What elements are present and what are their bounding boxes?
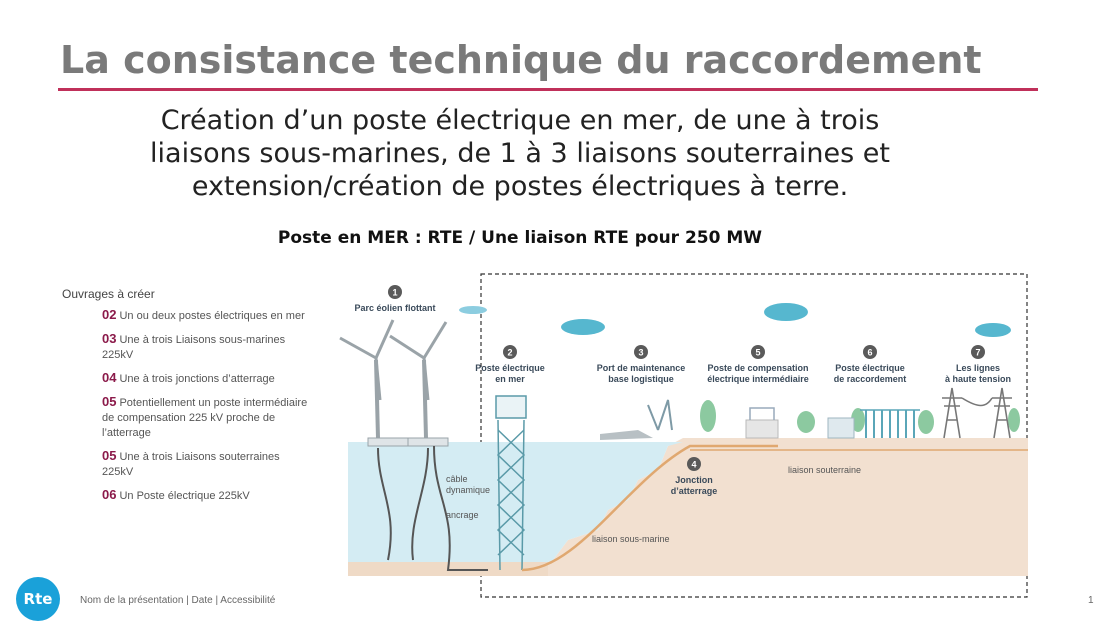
step-number: 5 — [755, 348, 760, 358]
works-item-text: Un Poste électrique 225kV — [119, 490, 250, 502]
step-label: Parc éolien flottant — [354, 303, 435, 313]
works-item-number: 05 — [102, 394, 117, 409]
works-item-number: 06 — [102, 487, 117, 502]
title-divider — [58, 88, 1038, 91]
step-label: Poste électrique — [835, 363, 905, 373]
floating-wind-turbine — [339, 319, 409, 561]
works-item-text: Potentiellement un poste intermédiaire d… — [102, 397, 308, 439]
works-item-text: Une à trois jonctions d’atterrage — [119, 373, 275, 385]
step-number-badge — [971, 345, 985, 359]
step-label: Les lignes — [956, 363, 1000, 373]
step-label: Poste électrique — [475, 363, 545, 373]
step-number: 6 — [867, 348, 872, 358]
subtitle-line: extension/création de postes électriques… — [191, 171, 849, 202]
step-number: 1 — [392, 288, 397, 298]
compensation-station — [745, 407, 779, 439]
page-number: 1 — [1088, 595, 1094, 606]
subtitle: Création d’un poste électrique en mer, d… — [100, 104, 940, 203]
step-number: 2 — [507, 348, 512, 358]
works-item-number: 03 — [102, 331, 117, 346]
cloud-icon — [561, 319, 605, 335]
step-number-badge — [687, 457, 701, 471]
step-number-badge — [388, 285, 402, 299]
works-item-number: 04 — [102, 370, 117, 385]
step-number-badge — [863, 345, 877, 359]
step-number: 3 — [638, 348, 643, 358]
tree-group — [700, 400, 1020, 434]
anchor-label: ancrage — [446, 510, 479, 520]
floating-wind-turbine — [389, 321, 449, 561]
step-number: 4 — [691, 460, 696, 470]
step-label: à haute tension — [945, 374, 1011, 384]
works-list-heading: Ouvrages à créer — [62, 287, 155, 301]
step-number-badge — [503, 345, 517, 359]
step-label: Poste de compensation — [707, 363, 808, 373]
underground-link-label: liaison souterraine — [788, 465, 861, 475]
maintenance-port — [600, 399, 673, 440]
works-item-text: Une à trois Liaisons sous-marines 225kV — [102, 334, 286, 361]
submarine-link-label: liaison sous-marine — [592, 534, 670, 544]
footer-text: Nom de la présentation | Date | Accessib… — [80, 595, 276, 606]
cloud-icon — [764, 303, 808, 321]
step-label: en mer — [495, 374, 525, 384]
land-area — [348, 438, 1028, 576]
cable-label: câble — [446, 474, 468, 484]
subtitle-line: liaisons sous-marines, de 1 à 3 liaisons… — [150, 138, 890, 169]
grid-substation — [827, 409, 920, 439]
cloud-icon — [459, 306, 487, 314]
works-item-text: Une à trois Liaisons souterraines 225kV — [102, 451, 280, 478]
offshore-substation — [495, 395, 527, 571]
step-label: Port de maintenance — [597, 363, 686, 373]
power-pylon — [942, 387, 1012, 439]
subtitle-line: Création d’un poste électrique en mer, d… — [160, 105, 880, 136]
rte-logo: Rte — [16, 577, 60, 621]
dynamic-cable — [433, 445, 488, 571]
step-label: d’atterrage — [671, 486, 718, 496]
step-number: 7 — [975, 348, 980, 358]
step-number-badge — [634, 345, 648, 359]
cloud-icon — [975, 323, 1011, 337]
works-item-text: Un ou deux postes électriques en mer — [119, 310, 305, 322]
step-label: de raccordement — [834, 374, 907, 384]
step-label: base logistique — [608, 374, 674, 384]
step-label: électrique intermédiaire — [707, 374, 809, 384]
cable-label: dynamique — [446, 485, 490, 495]
step-label: Jonction — [675, 475, 713, 485]
page-title: La consistance technique du raccordement — [60, 38, 982, 82]
submarine-cable — [521, 444, 778, 572]
sea-area — [348, 442, 683, 570]
step-number-badge — [751, 345, 765, 359]
rte-perimeter-outline — [480, 273, 1028, 598]
works-item-number: 05 — [102, 448, 117, 463]
section-heading: Poste en MER : RTE / Une liaison RTE pou… — [277, 228, 763, 248]
works-item-number: 02 — [102, 307, 117, 322]
